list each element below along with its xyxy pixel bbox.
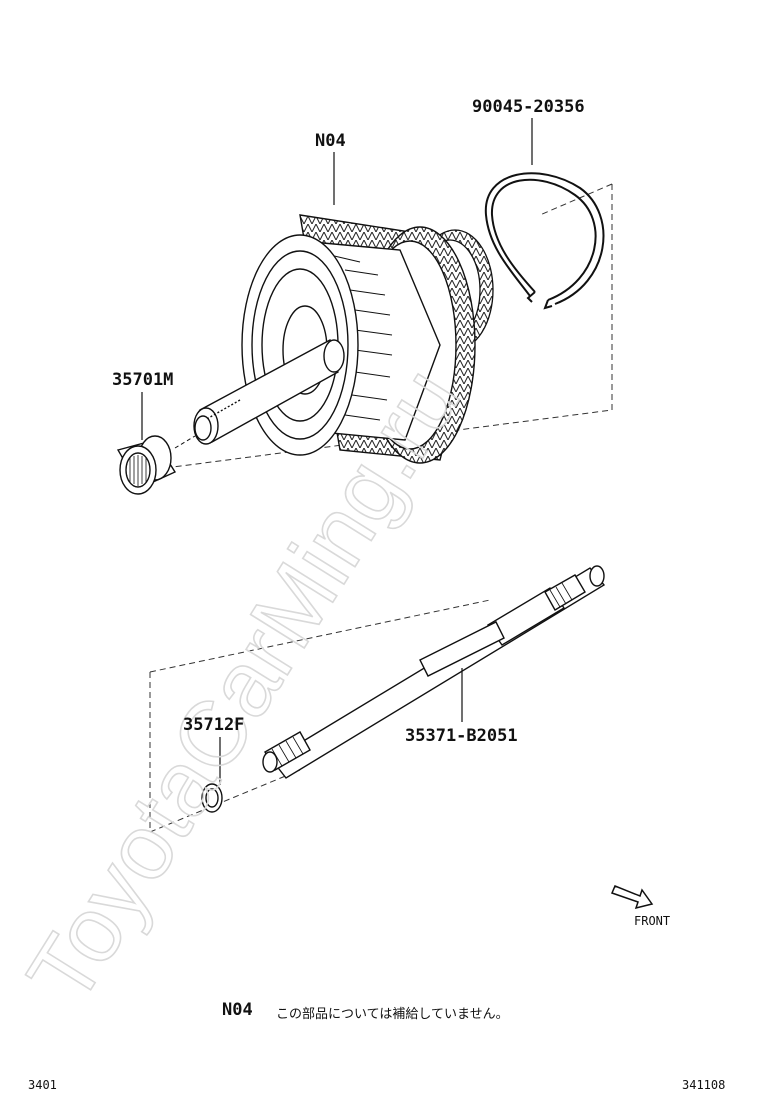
note-code: N04 [222,1000,253,1020]
footer-left-code: 3401 [28,1078,57,1092]
drum-shaft [193,338,345,445]
label-n04: N04 [315,131,346,151]
label-bearing: 35701M [112,370,174,390]
snap-ring-part [484,172,605,310]
thrust-ring-part [201,783,223,813]
note-text: この部品については補給していません。 [276,1007,509,1022]
front-label: FRONT [634,914,671,928]
leader-lines-upper [141,118,533,440]
long-shaft-part [262,565,606,779]
front-arrow-icon [610,885,654,910]
label-shaft: 35371-B2051 [405,726,518,746]
assembly-dash-lower [149,599,491,833]
bearing-leader-dash [174,435,196,449]
needle-bearing-part [116,435,177,495]
assembly-dash-upper [149,183,613,471]
leader-lines-lower [219,668,463,785]
clutch-drum [241,214,476,464]
label-ring: 35712F [183,715,245,735]
label-snap-ring: 90045-20356 [472,97,585,117]
footer-right-code: 341108 [682,1078,726,1092]
